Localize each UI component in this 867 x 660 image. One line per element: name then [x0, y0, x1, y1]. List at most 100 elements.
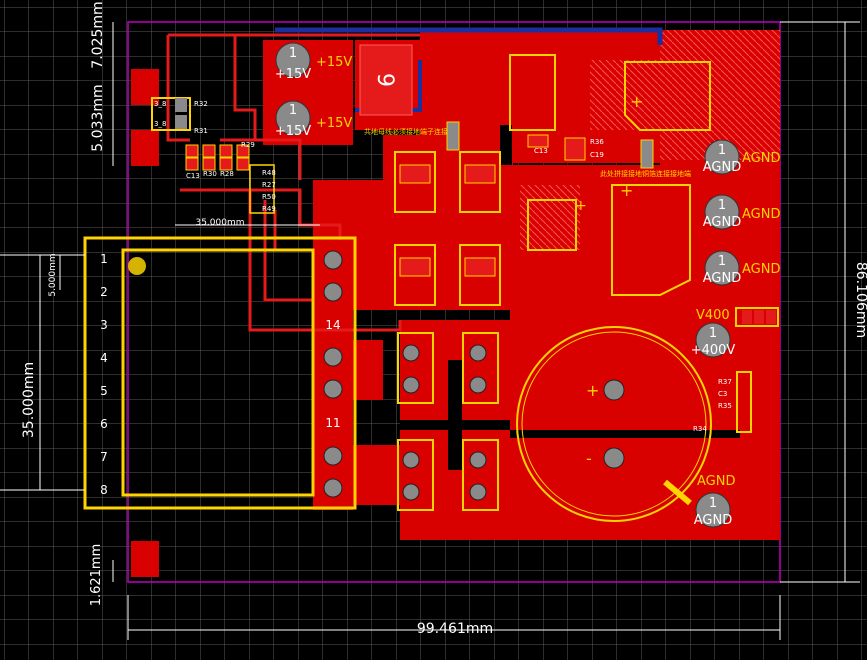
polarity-plus-c1: + — [620, 181, 633, 200]
diode-outline-3 — [394, 244, 436, 306]
trace-signal-1[interactable] — [248, 190, 402, 332]
pad-agnd-3[interactable] — [704, 250, 740, 286]
dim-text-top-left-2: 5.033mm — [90, 84, 106, 151]
trace-mid[interactable] — [233, 35, 257, 140]
label-agnd-1: AGND — [742, 151, 780, 166]
diode-pad-3[interactable] — [399, 257, 431, 277]
module-inner-outline — [121, 248, 315, 497]
module-pad-r5[interactable] — [323, 446, 343, 466]
transistor-outline-2 — [462, 332, 499, 404]
bulk-cap-pad-neg[interactable] — [603, 447, 625, 469]
via-pad-2[interactable] — [640, 139, 654, 169]
pad-15v-bottom[interactable] — [275, 100, 311, 136]
q2-pad-a[interactable] — [469, 344, 487, 362]
q1-pad-a[interactable] — [402, 344, 420, 362]
bottom-trace-1[interactable] — [275, 27, 663, 45]
pads-layer[interactable] — [175, 42, 776, 528]
label-15v-bottom: +15V — [316, 116, 352, 131]
pad-number-15v-bottom: 1 — [289, 103, 297, 118]
cap-outline-c1 — [611, 184, 691, 296]
copper-module-pad-11[interactable] — [313, 340, 383, 400]
edge-pad-2[interactable] — [131, 130, 159, 166]
smd-pad-c13-right[interactable] — [527, 134, 549, 148]
pad-agnd-bottom[interactable] — [695, 492, 731, 528]
module-pad-r3[interactable] — [323, 347, 343, 367]
module-pad-r1[interactable] — [323, 250, 343, 270]
q3-pad-b[interactable] — [402, 483, 420, 501]
dim-text-width: 99.461mm — [417, 621, 493, 637]
pin-label-4: 4 — [100, 351, 108, 365]
edge-pad-3[interactable] — [131, 541, 159, 577]
smd-pad-v400c[interactable] — [766, 310, 776, 324]
label-v400: V400 — [696, 308, 730, 323]
diode-pad-2[interactable] — [464, 164, 496, 184]
module-pad-r6[interactable] — [323, 478, 343, 498]
pad-number-15v-top: 1 — [289, 46, 297, 61]
ic-marking: 9 — [372, 73, 397, 87]
pad-agnd-1[interactable] — [704, 139, 740, 175]
silk-note-a: 共地母线必须接地端子连接 — [364, 127, 448, 136]
pin-label-2: 2 — [100, 285, 108, 299]
q4-pad-b[interactable] — [469, 483, 487, 501]
pad-number-agnd-2: 1 — [718, 198, 726, 213]
module-pad-r4[interactable] — [323, 379, 343, 399]
trace-signal-2[interactable] — [263, 200, 313, 302]
ref-r31: R31 — [194, 127, 208, 135]
ic-package[interactable] — [359, 44, 413, 116]
via-pad-1[interactable] — [446, 121, 460, 151]
smd-pad-r36[interactable] — [564, 137, 586, 161]
pad-label-agnd-2: AGND — [703, 215, 741, 230]
bulk-cap-pad-pos[interactable] — [603, 379, 625, 401]
pad-label-15v-bottom: +15V — [275, 124, 311, 139]
pad-label-agnd-1: AGND — [703, 160, 741, 175]
trace-signal-5[interactable] — [220, 138, 302, 180]
label-agnd-bottom: AGND — [697, 474, 735, 489]
pad-label-v400: +400V — [691, 343, 736, 358]
smd-pad-v400b[interactable] — [754, 310, 764, 324]
smd-pad-c13b[interactable] — [185, 157, 199, 171]
polarity-minus-bulk: - — [586, 449, 592, 468]
module-outline[interactable] — [83, 236, 357, 510]
pin-label-8: 8 — [100, 483, 108, 497]
diode-pad-1[interactable] — [399, 164, 431, 184]
connector-outline-j — [151, 97, 191, 131]
dim-text-bottom-left: 1.621mm — [89, 544, 104, 607]
j-pad-2[interactable] — [175, 115, 187, 129]
smd-pad-r29b[interactable] — [236, 157, 250, 171]
trace-left[interactable] — [166, 35, 190, 142]
pin-label-5: 5 — [100, 384, 108, 398]
designator-labels: R32 R31 R29 C13 R30 R28 R48 R27 R50 R49 … — [154, 100, 732, 433]
module-pad-r2[interactable] — [323, 282, 343, 302]
pin-label-11: 11 — [325, 416, 340, 430]
smd-pad-r28b[interactable] — [219, 157, 233, 171]
smd-pad-r30a[interactable] — [202, 144, 216, 158]
pad-15v-top[interactable] — [275, 42, 311, 78]
q3-pad-a[interactable] — [402, 451, 420, 469]
pad-agnd-2[interactable] — [704, 194, 740, 230]
pad-v400[interactable] — [695, 322, 731, 358]
diode-pad-4[interactable] — [464, 257, 496, 277]
q4-pad-a[interactable] — [469, 451, 487, 469]
ref-r27: R27 — [262, 181, 276, 189]
regulator-outline — [509, 54, 556, 131]
pour-gap-2 — [400, 420, 510, 430]
cap-outline-c2 — [527, 199, 577, 251]
smd-pad-v400a[interactable] — [742, 310, 752, 324]
silkscreen-layer — [83, 54, 779, 522]
smd-pad-r30b[interactable] — [202, 157, 216, 171]
smd-pad-r28a[interactable] — [219, 144, 233, 158]
transistor-outline-3 — [397, 439, 434, 511]
transistor-outline-1 — [397, 332, 434, 404]
ref-r37: R37 — [718, 378, 732, 386]
q1-pad-b[interactable] — [402, 376, 420, 394]
polarity-plus-c3: + — [630, 92, 643, 111]
smd-pad-r29a[interactable] — [236, 144, 250, 158]
ref-c13-right: C13 — [534, 147, 548, 155]
ref-c13: C13 — [186, 172, 200, 180]
q2-pad-b[interactable] — [469, 376, 487, 394]
pad-number-agnd-3: 1 — [718, 254, 726, 269]
j-pad-1[interactable] — [175, 98, 187, 112]
smd-pad-c13a[interactable] — [185, 144, 199, 158]
diode-outline-2 — [459, 151, 501, 213]
